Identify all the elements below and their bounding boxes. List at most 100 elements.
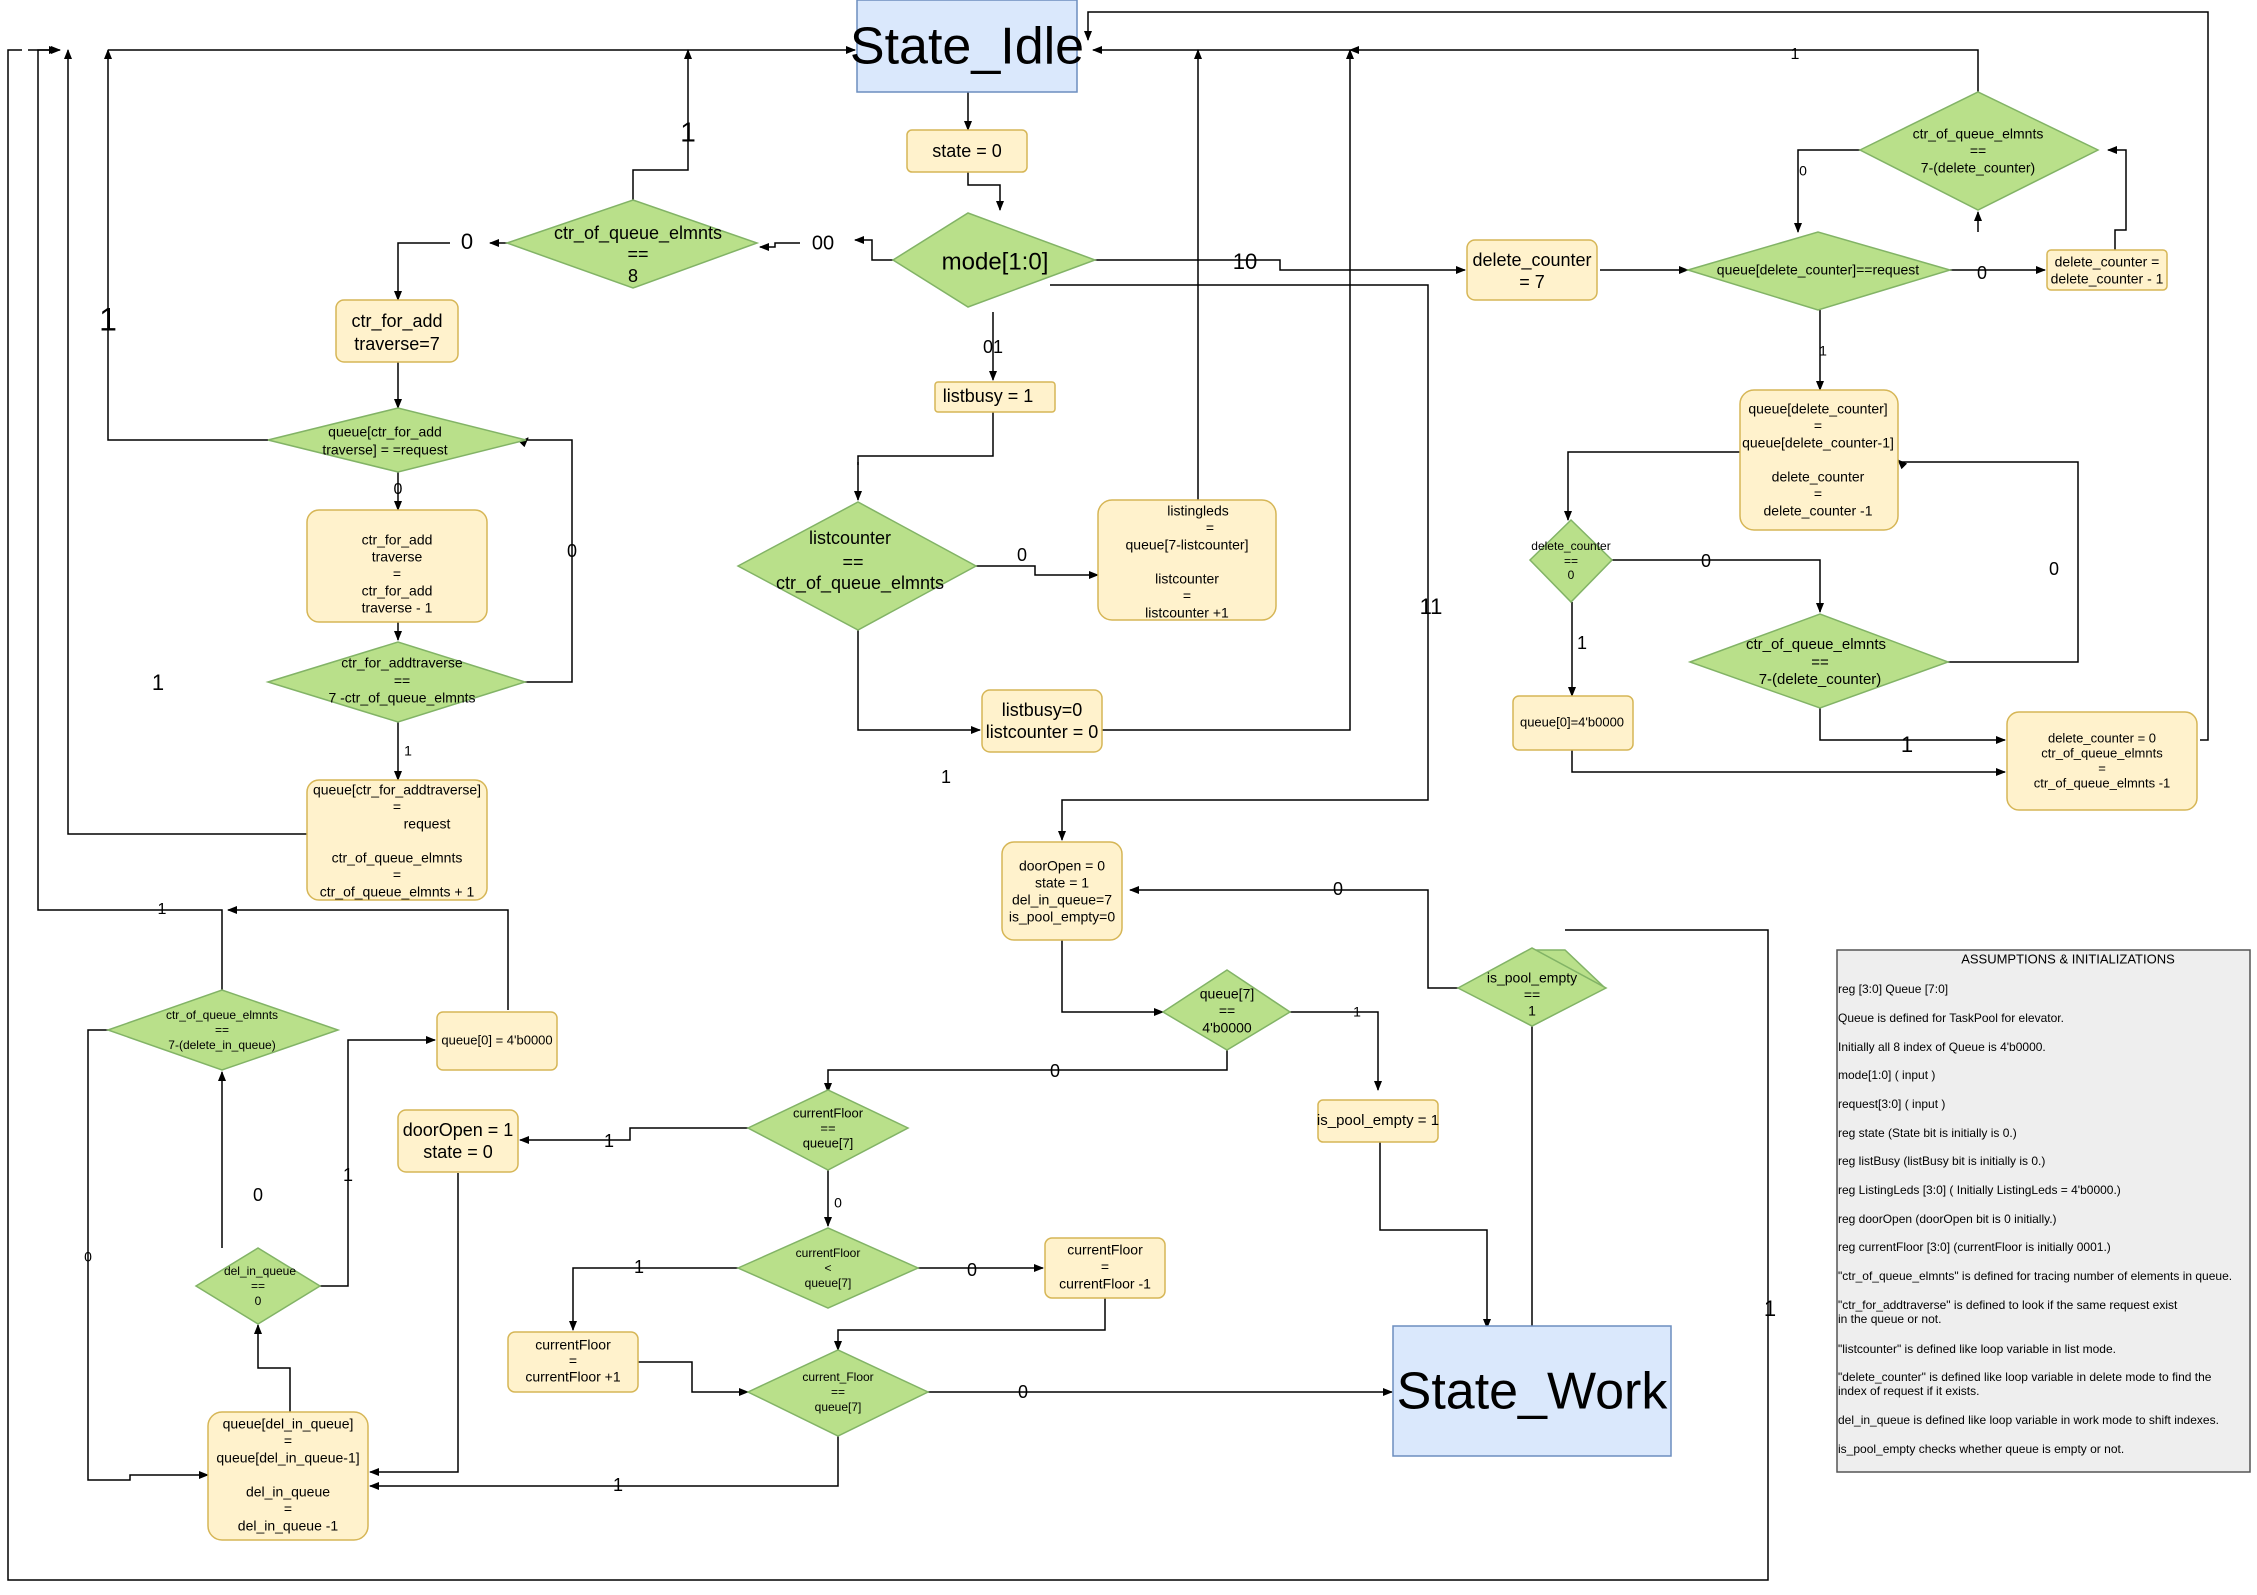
svg-text:queue[7]: queue[7] bbox=[805, 1276, 852, 1290]
svg-text:del_in_queue: del_in_queue bbox=[224, 1264, 296, 1278]
svg-text:=: = bbox=[1814, 418, 1822, 434]
edge-label-1-cureq: 1 bbox=[604, 1131, 614, 1151]
edge-label-1-poolempty: 1 bbox=[1764, 1296, 1776, 1321]
svg-text:= 7: = 7 bbox=[1519, 272, 1545, 292]
decision-ctr-queue-eq-7-del-mid: ctr_of_queue_elmnts == 7-(delete_counter… bbox=[1687, 613, 1951, 709]
assumptions-lines: reg [3:0] Queue [7:0]Queue is defined fo… bbox=[1838, 982, 2232, 1456]
edge-label-1-delcounter: 1 bbox=[1577, 633, 1587, 653]
svg-text:==: == bbox=[215, 1023, 229, 1037]
svg-text:delete_counter - 1: delete_counter - 1 bbox=[2051, 271, 2164, 287]
svg-text:ctr_for_add: ctr_for_add bbox=[362, 532, 433, 548]
svg-text:ctr_of_queue_elmnts: ctr_of_queue_elmnts bbox=[166, 1008, 278, 1022]
svg-text:=: = bbox=[1183, 588, 1191, 604]
assumptions-title: ASSUMPTIONS & INITIALIZATIONS bbox=[1961, 951, 2175, 966]
svg-text:queue[del_in_queue-1]: queue[del_in_queue-1] bbox=[216, 1450, 359, 1466]
assumption-line: is_pool_empty checks whether queue is em… bbox=[1838, 1442, 2124, 1456]
edge-label-0-ctrcheck: 0 bbox=[84, 1249, 92, 1265]
svg-text:queue[7]: queue[7] bbox=[815, 1400, 862, 1414]
svg-text:=: = bbox=[569, 1353, 577, 1369]
svg-text:=: = bbox=[393, 799, 401, 815]
edge-label-0-topdia: 0 bbox=[1799, 163, 1807, 179]
svg-text:listingleds: listingleds bbox=[1167, 503, 1228, 519]
edge-label-1-delinqueue: 1 bbox=[343, 1165, 353, 1185]
svg-text:state = 1: state = 1 bbox=[1035, 875, 1089, 891]
state-idle: State_Idle bbox=[850, 0, 1084, 93]
edges bbox=[7, 11, 2209, 1581]
svg-text:listbusy = 1: listbusy = 1 bbox=[943, 386, 1034, 406]
process-cur-dec: currentFloor = currentFloor -1 bbox=[1044, 1237, 1166, 1299]
process-queue0-zero-left: queue[0] = 4'b0000 bbox=[436, 1011, 558, 1071]
decision-current-floor-eq-2: current_Floor == queue[7] bbox=[746, 1349, 930, 1437]
process-ctr-for-add-dec: ctr_for_add traverse = ctr_for_add trave… bbox=[306, 509, 488, 623]
svg-text:listcounter = 0: listcounter = 0 bbox=[986, 722, 1099, 742]
svg-text:delete_counter: delete_counter bbox=[1772, 469, 1865, 485]
svg-text:ctr_of_queue_elmnts: ctr_of_queue_elmnts bbox=[1913, 126, 2044, 142]
assumption-line: Initially all 8 index of Queue is 4'b000… bbox=[1838, 1040, 2046, 1054]
svg-text:delete_counter -1: delete_counter -1 bbox=[1764, 503, 1873, 519]
process-listbusy0: listbusy=0 listcounter = 0 bbox=[981, 689, 1103, 753]
svg-text:==: == bbox=[1524, 987, 1540, 1003]
process-dooropen-init: doorOpen = 0 state = 1 del_in_queue=7 is… bbox=[1001, 841, 1123, 941]
svg-text:=: = bbox=[2098, 760, 2106, 775]
decision-del-in-queue-eq-0: del_in_queue == 0 bbox=[194, 1247, 322, 1325]
process-cur-inc: currentFloor = currentFloor +1 bbox=[507, 1331, 639, 1393]
process-listbusy1: listbusy = 1 bbox=[934, 381, 1056, 413]
edge-labels: 00 0 1 1 0 0 1 1 01 0 1 10 0 0 1 1 0 0 1… bbox=[84, 46, 2059, 1495]
edge-label-11: 11 bbox=[1420, 594, 1443, 619]
process-is-pool-empty-set: is_pool_empty = 1 bbox=[1317, 1099, 1439, 1143]
decision-delete-counter-eq-0: delete_counter == 0 bbox=[1528, 518, 1614, 604]
svg-text:queue[delete_counter]: queue[delete_counter] bbox=[1748, 401, 1887, 417]
svg-text:ctr_of_queue_elmnts: ctr_of_queue_elmnts bbox=[332, 850, 463, 866]
svg-text:del_in_queue: del_in_queue bbox=[246, 1484, 330, 1500]
decision-ctr-queue-eq-7-del-top: ctr_of_queue_elmnts == 7-(delete_counter… bbox=[1858, 91, 2100, 211]
svg-text:listcounter: listcounter bbox=[1155, 571, 1219, 587]
edge-label-1-cureq2: 1 bbox=[613, 1475, 623, 1495]
edge-label-0-listcounter: 0 bbox=[1017, 545, 1027, 565]
svg-text:7-(delete_in_queue): 7-(delete_in_queue) bbox=[168, 1038, 275, 1052]
svg-text:currentFloor: currentFloor bbox=[1067, 1242, 1143, 1258]
svg-text:mode[1:0]: mode[1:0] bbox=[942, 248, 1049, 275]
edge-label-0-delcheck: 0 bbox=[1977, 263, 1987, 283]
decision-ctr-queue-eq-7-delinqueue: ctr_of_queue_elmnts == 7-(delete_in_queu… bbox=[105, 989, 341, 1071]
process-delete-reset: delete_counter = 0 ctr_of_queue_elmnts =… bbox=[2006, 711, 2198, 811]
edge-label-1-listcounter: 1 bbox=[941, 767, 951, 787]
svg-text:7-(delete_counter): 7-(delete_counter) bbox=[1921, 160, 2035, 176]
edge-label-0-middia: 0 bbox=[2049, 559, 2059, 579]
assumption-line: reg state (State bit is initially is 0.) bbox=[1838, 1126, 2017, 1140]
assumption-line: reg doorOpen (doorOpen bit is 0 initiall… bbox=[1838, 1212, 2057, 1226]
decision-ctr-queue-eq-8: ctr_of_queue_elmnts == 8 bbox=[504, 199, 760, 289]
svg-text:7-(delete_counter): 7-(delete_counter) bbox=[1759, 671, 1882, 688]
svg-text:=: = bbox=[284, 1501, 292, 1517]
edge-label-10: 10 bbox=[1233, 249, 1257, 274]
svg-text:delete_counter =: delete_counter = bbox=[2055, 254, 2160, 270]
svg-text:is_pool_empty: is_pool_empty bbox=[1487, 970, 1577, 986]
edge-label-0-cmp: 0 bbox=[567, 541, 577, 561]
svg-text:==: == bbox=[820, 1120, 835, 1135]
svg-text:ctr_for_addtraverse: ctr_for_addtraverse bbox=[341, 655, 463, 671]
assumption-line: in the queue or not. bbox=[1838, 1312, 1941, 1326]
svg-text:currentFloor -1: currentFloor -1 bbox=[1059, 1276, 1151, 1292]
svg-text:==: == bbox=[1564, 554, 1578, 568]
edge-label-0-delinqueue: 0 bbox=[253, 1185, 263, 1205]
svg-text:ctr_for_add: ctr_for_add bbox=[362, 583, 433, 599]
edge-label-01: 01 bbox=[983, 337, 1003, 357]
svg-text:is_pool_empty=0: is_pool_empty=0 bbox=[1009, 909, 1115, 925]
decision-current-floor-eq: currentFloor == queue[7] bbox=[746, 1089, 910, 1171]
svg-text:traverse] = =request: traverse] = =request bbox=[322, 442, 447, 458]
svg-text:=: = bbox=[393, 867, 401, 883]
svg-text:queue[del_in_queue]: queue[del_in_queue] bbox=[223, 1416, 354, 1432]
svg-text:4'b0000: 4'b0000 bbox=[1202, 1020, 1252, 1036]
svg-text:ctr_of_queue_elmnts + 1: ctr_of_queue_elmnts + 1 bbox=[320, 884, 475, 900]
svg-text:1: 1 bbox=[1528, 1003, 1536, 1019]
svg-text:8: 8 bbox=[628, 266, 638, 286]
svg-text:traverse - 1: traverse - 1 bbox=[362, 600, 433, 616]
assumption-line: "ctr_of_queue_elmnts" is defined for tra… bbox=[1838, 1269, 2232, 1283]
edge-label-1-middia: 1 bbox=[1901, 732, 1913, 757]
assumption-line: index of request if it exists. bbox=[1838, 1384, 1979, 1398]
assumption-line: reg listBusy (listBusy bit is initially … bbox=[1838, 1154, 2045, 1168]
svg-text:doorOpen = 1: doorOpen = 1 bbox=[403, 1120, 514, 1140]
svg-text:ctr_of_queue_elmnts: ctr_of_queue_elmnts bbox=[776, 573, 944, 594]
svg-text:queue[ctr_for_addtraverse]: queue[ctr_for_addtraverse] bbox=[313, 782, 481, 798]
svg-text:ctr_for_add: ctr_for_add bbox=[351, 311, 442, 332]
svg-text:state = 0: state = 0 bbox=[423, 1142, 493, 1162]
